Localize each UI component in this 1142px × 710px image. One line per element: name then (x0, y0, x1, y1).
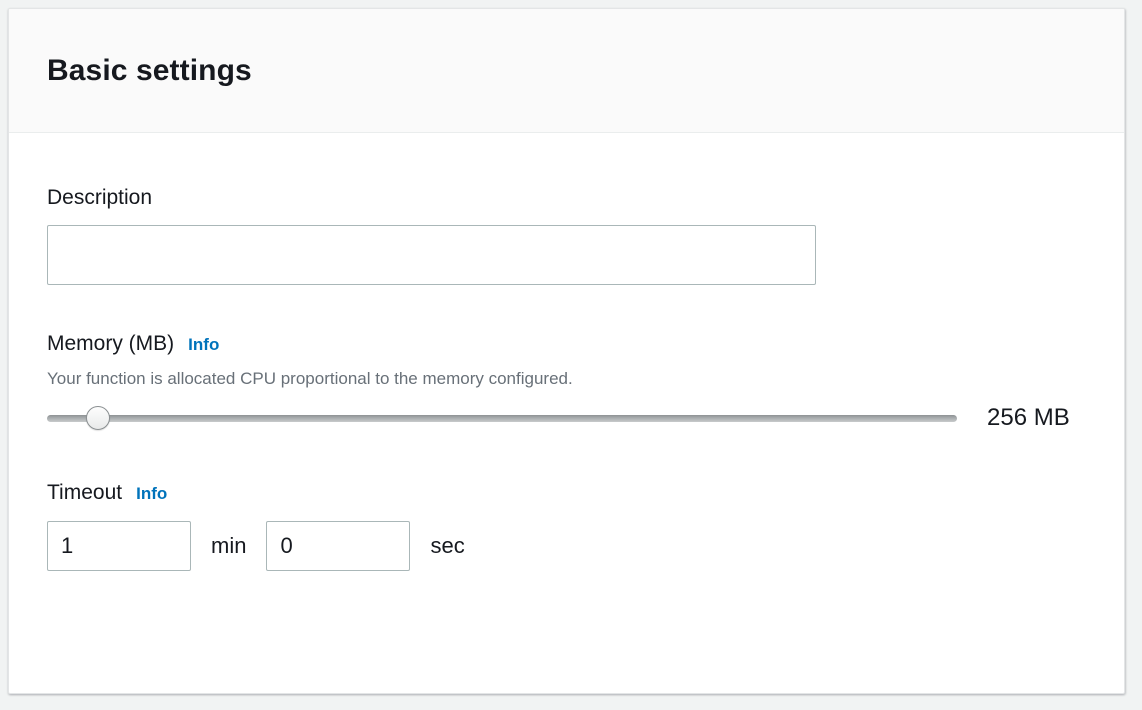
timeout-inputs-row: min sec (47, 520, 1086, 571)
panel-body: Description Memory (MB) Info Your functi… (9, 133, 1124, 571)
description-input[interactable] (47, 225, 816, 286)
timeout-minutes-unit-label: min (211, 532, 247, 558)
timeout-seconds-unit-label: sec (430, 532, 465, 558)
page-title: Basic settings (47, 53, 252, 87)
panel-header: Basic settings (9, 9, 1124, 133)
memory-slider-row: 256 MB (47, 404, 1086, 432)
memory-slider-wrapper (47, 405, 957, 432)
timeout-seconds-input[interactable] (266, 520, 411, 571)
basic-settings-panel: Basic settings Description Memory (MB) I… (8, 8, 1125, 694)
timeout-minutes-input[interactable] (47, 520, 191, 571)
memory-hint-text: Your function is allocated CPU proportio… (47, 368, 573, 388)
timeout-field-group: Timeout Info min sec (47, 480, 1086, 571)
memory-value-label: 256 MB (987, 404, 1070, 432)
memory-info-link[interactable]: Info (188, 335, 220, 355)
description-label: Description (47, 186, 153, 209)
timeout-info-link[interactable]: Info (136, 484, 168, 504)
memory-label: Memory (MB) (47, 332, 175, 356)
timeout-label: Timeout (47, 481, 123, 505)
description-label-row: Description (47, 185, 1086, 211)
memory-field-group: Memory (MB) Info Your function is alloca… (47, 331, 1086, 432)
memory-label-row: Memory (MB) Info (47, 331, 1086, 357)
description-field-group: Description (47, 185, 1086, 286)
timeout-label-row: Timeout Info (47, 480, 1086, 506)
memory-slider[interactable] (47, 405, 957, 432)
